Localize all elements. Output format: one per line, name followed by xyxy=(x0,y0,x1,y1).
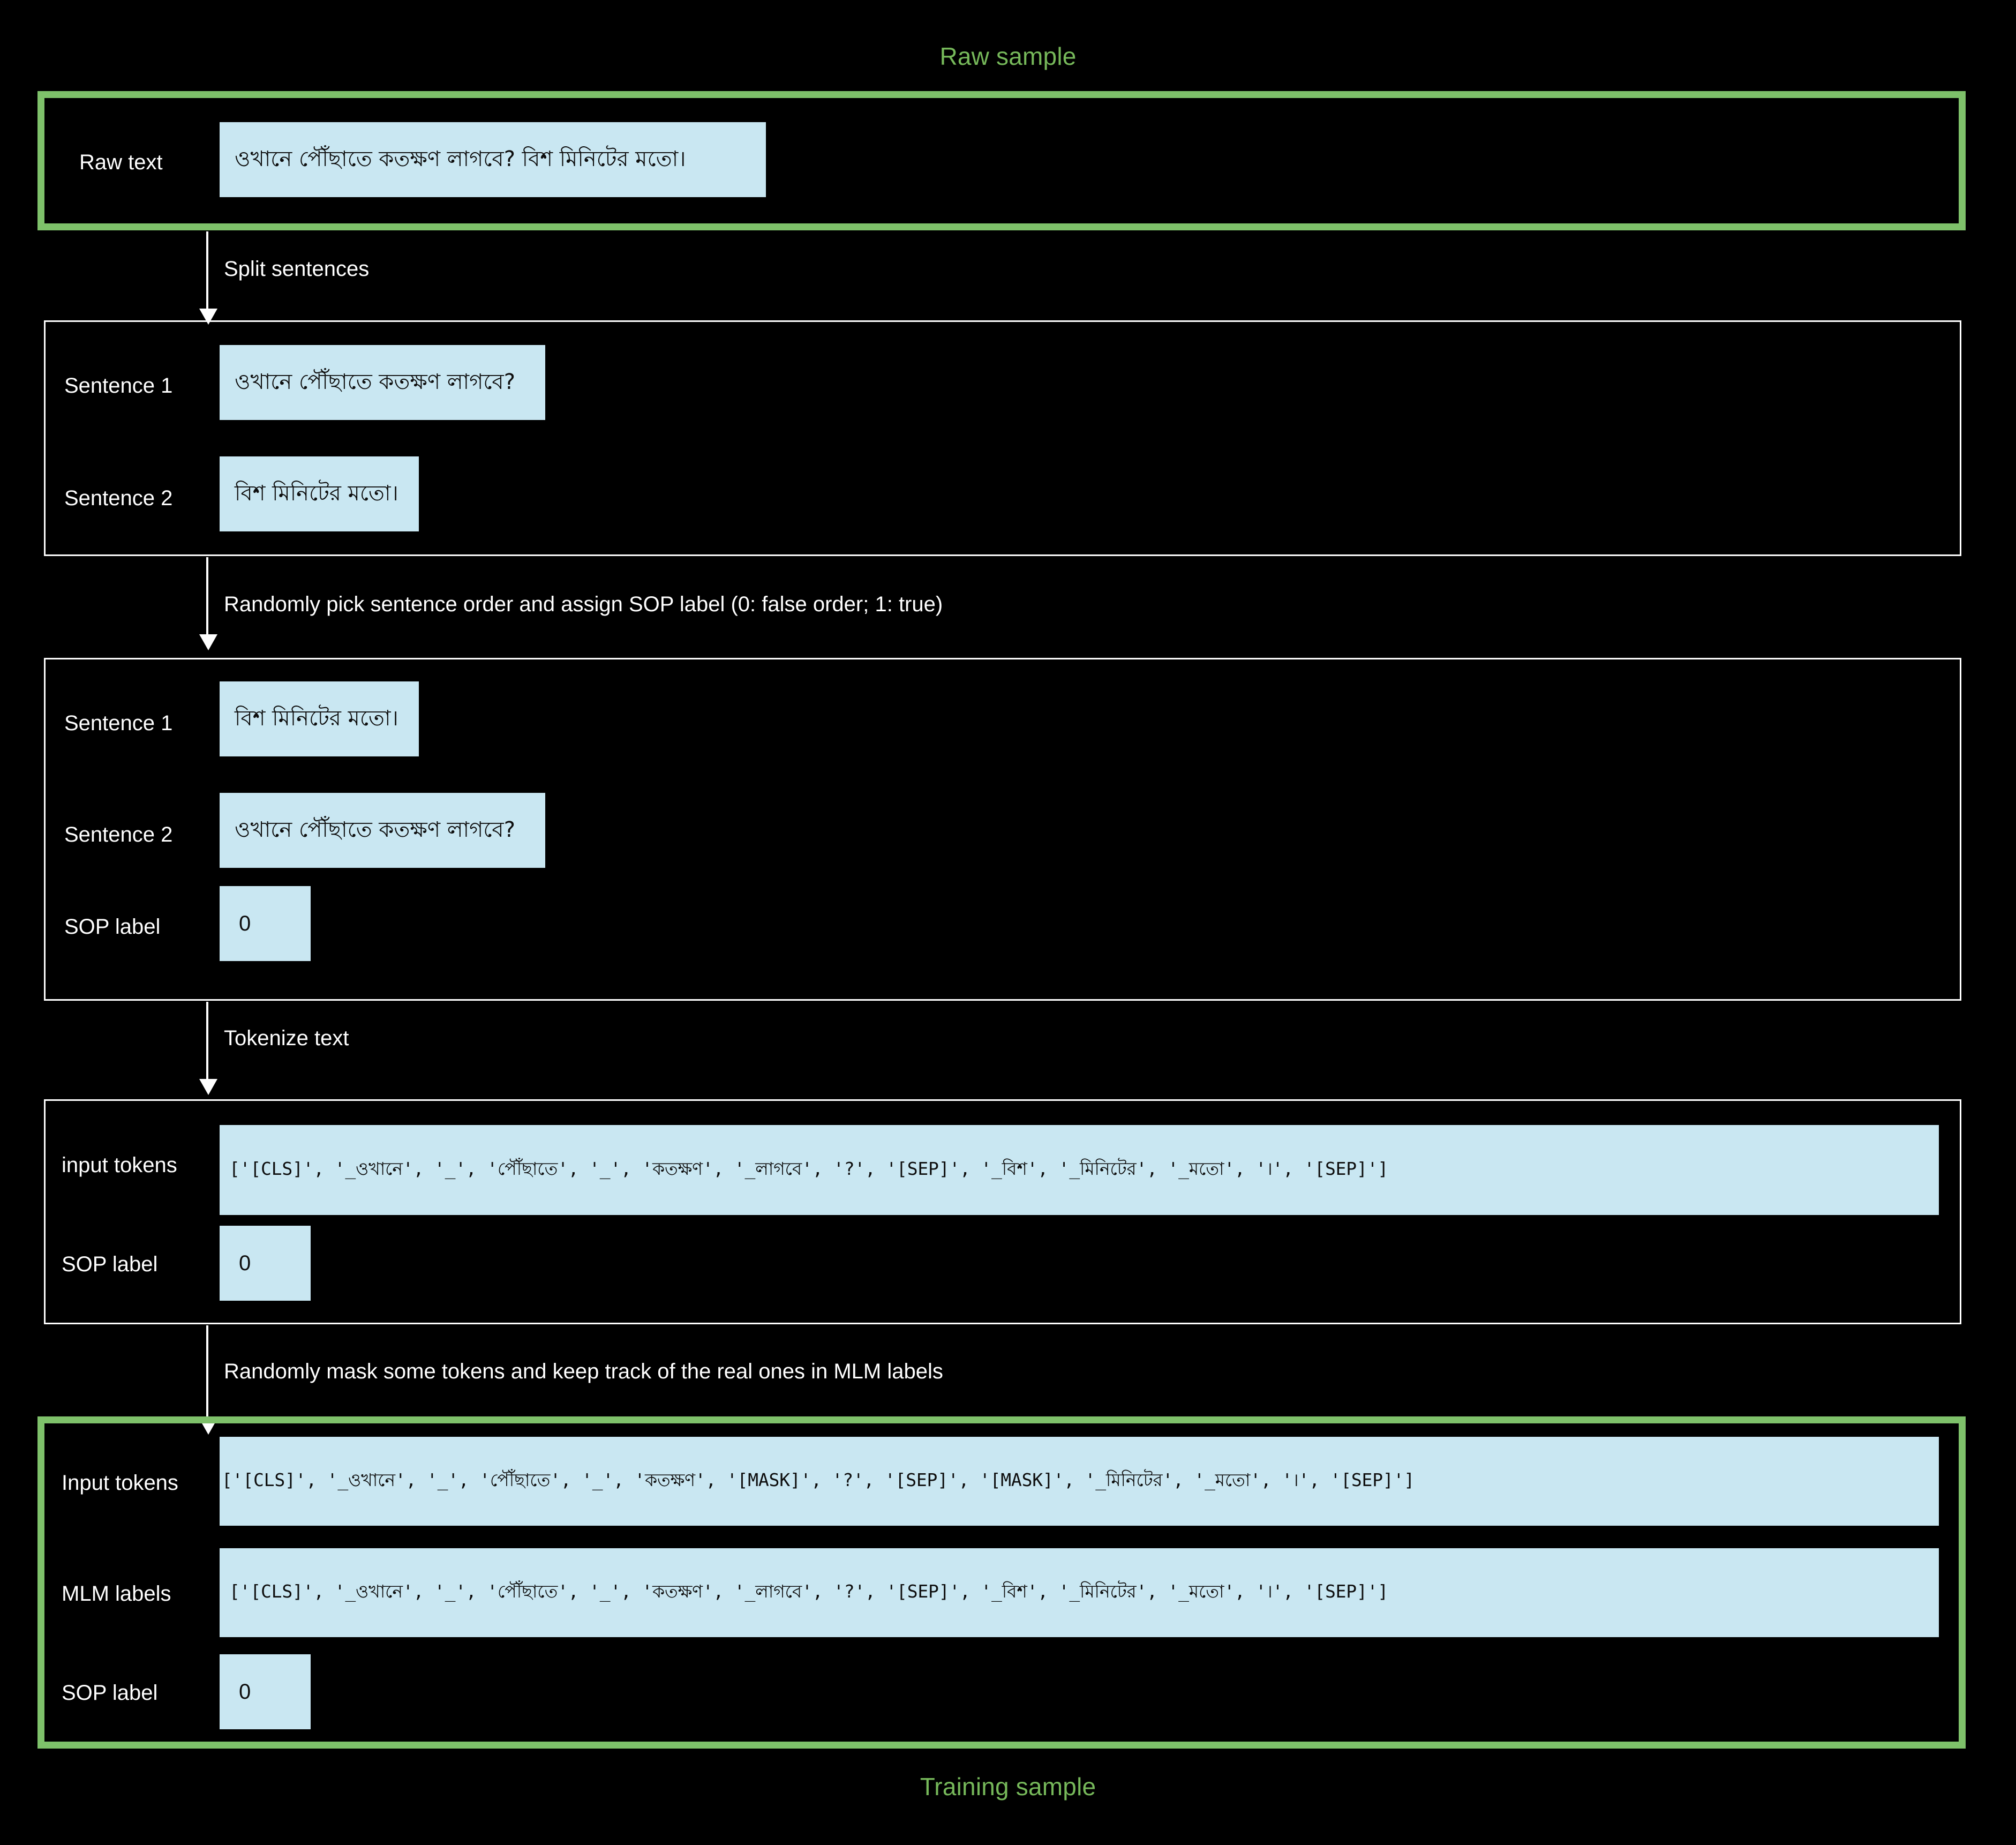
sop-order-panel xyxy=(44,658,1961,1001)
raw-text-value: ওখানে পৌঁছাতে কতক্ষণ লাগবে? বিশ মিনিটের … xyxy=(235,146,686,171)
split-sentence1-row-label: Sentence 1 xyxy=(64,374,173,398)
masked-tokens-value-box[interactable]: ['[CLS]', '_ওখানে', '_', 'পৌঁছাতে', '_',… xyxy=(220,1437,1939,1526)
arrow-split-label: Split sentences xyxy=(224,257,370,281)
raw-text-row-label: Raw text xyxy=(79,151,163,174)
raw-sample-highlight-frame xyxy=(37,91,1966,230)
tokenized-panel xyxy=(44,1099,1961,1324)
tokenized-sop-value-box[interactable]: 0 xyxy=(220,1226,311,1301)
ordered-sentence1-value-box[interactable]: বিশ মিনিটের মতো। xyxy=(220,681,419,756)
split-sentence2-row-label: Sentence 2 xyxy=(64,486,173,510)
masked-sop-value: 0 xyxy=(239,1679,251,1704)
ordered-sop-value-box[interactable]: 0 xyxy=(220,886,311,961)
raw-text-value-box[interactable]: ওখানে পৌঁছাতে কতক্ষণ লাগবে? বিশ মিনিটের … xyxy=(220,122,766,197)
training-sample-highlight-frame xyxy=(37,1416,1966,1749)
masked-sop-row-label: SOP label xyxy=(62,1681,158,1705)
ordered-sentence2-value: ওখানে পৌঁছাতে কতক্ষণ লাগবে? xyxy=(235,817,515,842)
mlm-labels-value: ['[CLS]', '_ওখানে', '_', 'পৌঁছাতে', '_',… xyxy=(229,1581,1388,1602)
tokenized-sop-value: 0 xyxy=(239,1251,251,1275)
ordered-sentence1-row-label: Sentence 1 xyxy=(64,711,173,735)
masked-sop-value-box[interactable]: 0 xyxy=(220,1654,311,1729)
arrow-mask-label: Randomly mask some tokens and keep track… xyxy=(224,1360,943,1383)
split-sentence1-value-box[interactable]: ওখানে পৌঁছাতে কতক্ষণ লাগবে? xyxy=(220,345,545,420)
raw-sample-caption: Raw sample xyxy=(939,42,1077,70)
tokenized-tokens-value-box[interactable]: ['[CLS]', '_ওখানে', '_', 'পৌঁছাতে', '_',… xyxy=(220,1125,1939,1215)
tokenized-tokens-value: ['[CLS]', '_ওখানে', '_', 'পৌঁছাতে', '_',… xyxy=(229,1158,1388,1179)
mlm-labels-value-box[interactable]: ['[CLS]', '_ওখানে', '_', 'পৌঁছাতে', '_',… xyxy=(220,1548,1939,1637)
arrow-pick-order-line xyxy=(206,557,208,639)
split-sentence2-value-box[interactable]: বিশ মিনিটের মতো। xyxy=(220,456,419,531)
ordered-sop-row-label: SOP label xyxy=(64,915,161,939)
arrow-tokenize-head xyxy=(199,1079,217,1095)
ordered-sentence2-value-box[interactable]: ওখানে পৌঁছাতে কতক্ষণ লাগবে? xyxy=(220,793,545,868)
split-sentence1-value: ওখানে পৌঁছাতে কতক্ষণ লাগবে? xyxy=(235,369,515,394)
ordered-sop-value: 0 xyxy=(239,911,251,935)
mlm-labels-row-label: MLM labels xyxy=(62,1582,171,1606)
tokenized-tokens-row-label: input tokens xyxy=(62,1153,177,1177)
training-sample-caption: Training sample xyxy=(920,1773,1096,1801)
arrow-pick-order-label: Randomly pick sentence order and assign … xyxy=(224,592,943,616)
arrow-pick-order-head xyxy=(199,634,217,650)
tokenized-sop-row-label: SOP label xyxy=(62,1252,158,1276)
arrow-tokenize-line xyxy=(206,1002,208,1083)
masked-tokens-row-label: Input tokens xyxy=(62,1471,178,1495)
split-sentences-panel xyxy=(44,320,1961,556)
arrow-split-line xyxy=(206,231,208,313)
split-sentence2-value: বিশ মিনিটের মতো। xyxy=(235,481,398,506)
masked-tokens-value: ['[CLS]', '_ওখানে', '_', 'পৌঁছাতে', '_',… xyxy=(222,1469,1415,1490)
ordered-sentence2-row-label: Sentence 2 xyxy=(64,823,173,846)
arrow-mask-line xyxy=(206,1325,208,1423)
ordered-sentence1-value: বিশ মিনিটের মতো। xyxy=(235,706,398,731)
arrow-tokenize-label: Tokenize text xyxy=(224,1026,349,1050)
arrow-split-head xyxy=(199,309,217,325)
